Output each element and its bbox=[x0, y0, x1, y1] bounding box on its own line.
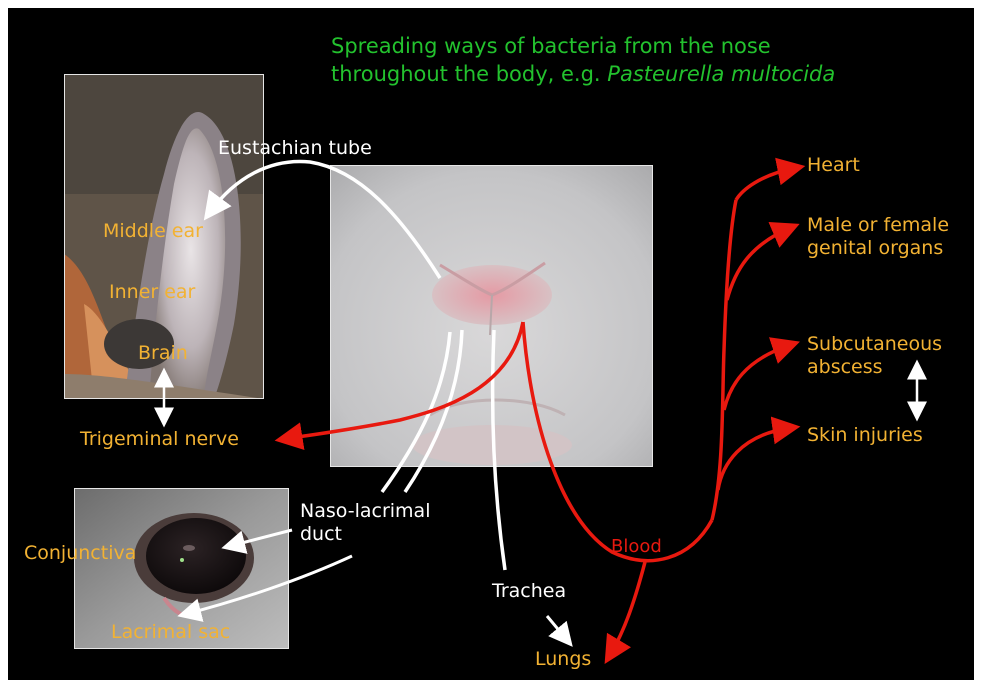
naso-lacrimal-line-2: duct bbox=[300, 523, 430, 546]
trachea-label: Trachea bbox=[492, 580, 566, 603]
blood-abscess-arrow bbox=[724, 345, 790, 410]
blood-genital-arrow bbox=[727, 228, 790, 300]
trachea-lungs-arrow bbox=[547, 616, 567, 640]
eustachian-route-arrow bbox=[210, 161, 440, 278]
brain-label: Brain bbox=[138, 342, 188, 365]
heart-label: Heart bbox=[807, 154, 860, 177]
blood-heart-arrow bbox=[736, 168, 795, 200]
skin-injuries-label: Skin injuries bbox=[807, 424, 923, 447]
subcutaneous-line-1: Subcutaneous bbox=[807, 333, 942, 356]
conjunctiva-arrow bbox=[230, 530, 292, 546]
lacrimal-sac-arrow bbox=[186, 556, 352, 614]
conjunctiva-label: Conjunctiva bbox=[24, 542, 136, 565]
genital-organs-label: Male or female genital organs bbox=[807, 214, 949, 260]
genital-line-1: Male or female bbox=[807, 214, 949, 237]
subcutaneous-line-2: abscess bbox=[807, 356, 942, 379]
naso-lacrimal-line-1: Naso-lacrimal bbox=[300, 500, 430, 523]
blood-lungs-arrow bbox=[610, 562, 645, 655]
genital-line-2: genital organs bbox=[807, 237, 949, 260]
eustachian-tube-label: Eustachian tube bbox=[218, 137, 372, 160]
lacrimal-sac-label: Lacrimal sac bbox=[111, 621, 230, 644]
blood-skin-arrow bbox=[718, 428, 790, 490]
blood-trigeminal-arrow bbox=[285, 322, 523, 439]
subcutaneous-abscess-label: Subcutaneous abscess bbox=[807, 333, 942, 379]
naso-lacrimal-strand-left bbox=[382, 332, 450, 492]
trigeminal-nerve-label: Trigeminal nerve bbox=[80, 428, 239, 451]
middle-ear-label: Middle ear bbox=[103, 220, 203, 243]
lungs-label: Lungs bbox=[535, 648, 591, 671]
blood-label: Blood bbox=[611, 535, 662, 558]
naso-lacrimal-duct-label: Naso-lacrimal duct bbox=[300, 500, 430, 546]
blood-main-route bbox=[523, 322, 712, 561]
inner-ear-label: Inner ear bbox=[109, 281, 195, 304]
